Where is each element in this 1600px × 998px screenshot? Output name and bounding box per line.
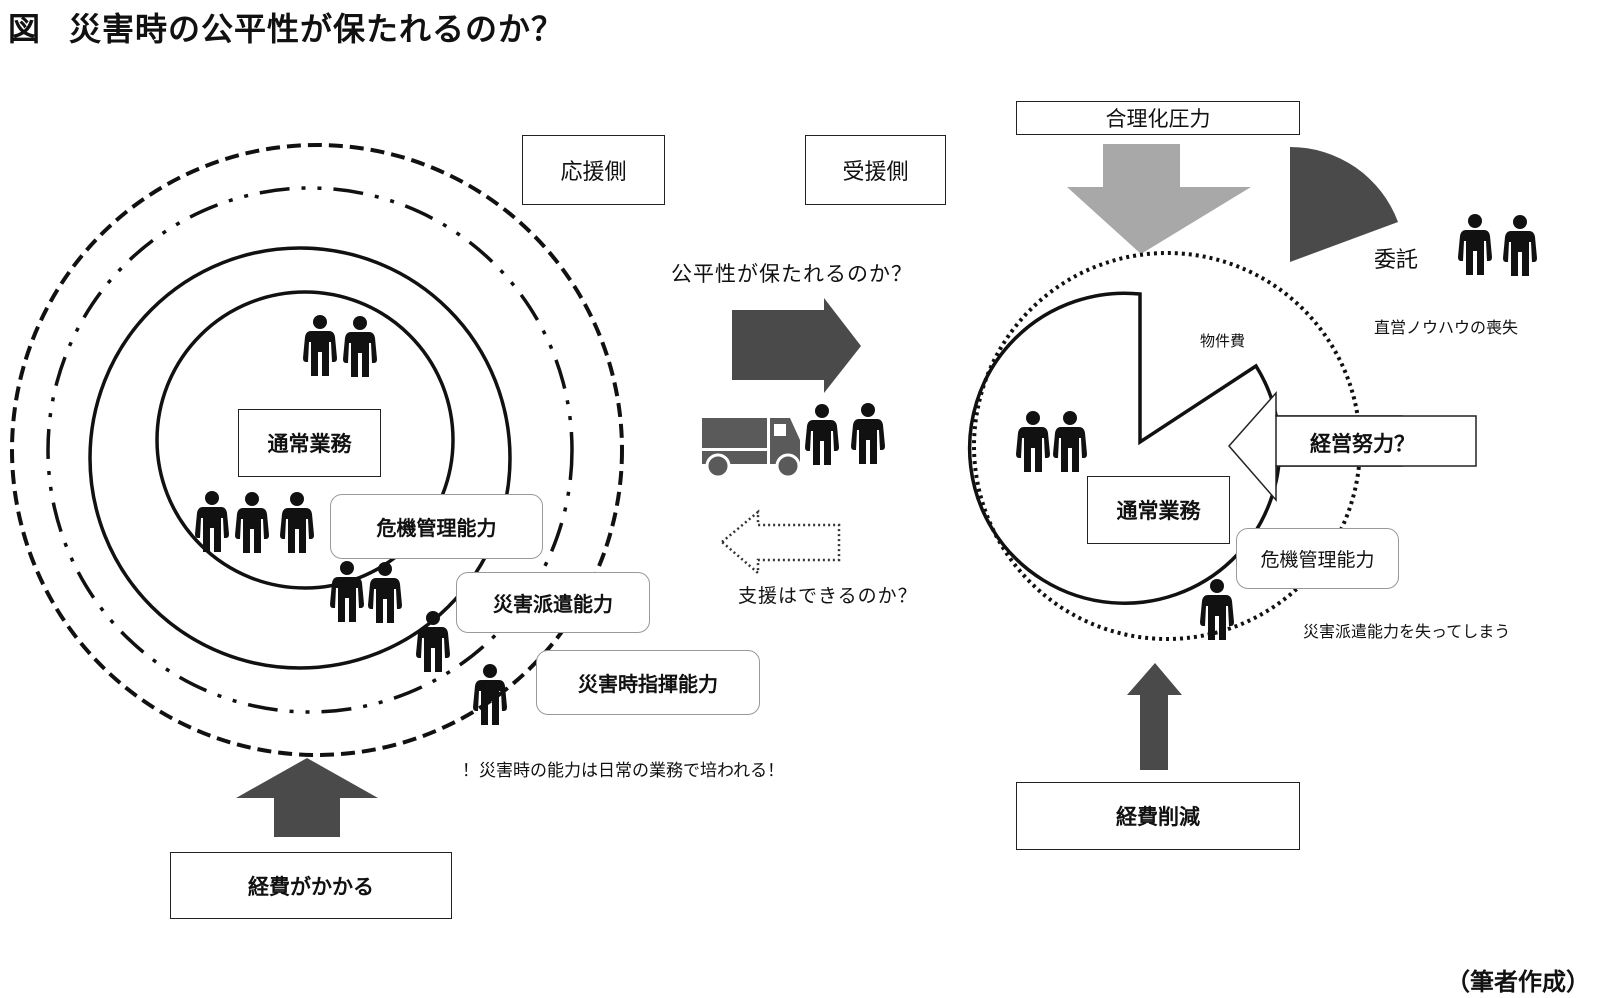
left-up-arrow [236, 758, 378, 837]
figure-title: 図災害時の公平性が保たれるのか？ [8, 4, 564, 50]
author-credit: （筆者作成） [1446, 968, 1590, 996]
person-icon [235, 492, 269, 553]
pressure-down-arrow [1067, 144, 1251, 254]
middle-solid-ring [88, 246, 512, 670]
person-icon [473, 664, 507, 725]
person-icon [1458, 214, 1492, 275]
outsourced-people [1458, 214, 1537, 276]
figure-label: 図 [8, 10, 42, 48]
left-capability-rings [10, 143, 624, 757]
person-icon [805, 404, 839, 465]
right-up-arrow [1127, 663, 1182, 770]
middle-right-arrow [732, 298, 861, 393]
person-icon [303, 315, 337, 376]
dashdot-ring [46, 186, 574, 714]
right-cost-reduction-box: 経費削減 [1016, 782, 1300, 850]
truck-icon [702, 418, 801, 479]
support-question: 支援はできるのか？ [738, 585, 918, 607]
figure-title-text: 災害時の公平性が保たれるのか？ [69, 10, 565, 48]
middle-people [805, 403, 885, 465]
rationalization-pressure-box: 合理化圧力 [1016, 101, 1300, 135]
outsourcing-label: 委託 [1374, 248, 1419, 273]
capability-crisis-management: 危機管理能力 [330, 494, 543, 559]
dispatch-loss-label: 災害派遣能力を失ってしまう [1303, 622, 1511, 641]
capability-disaster-dispatch: 災害派遣能力 [456, 572, 650, 633]
person-icon [343, 316, 377, 377]
management-effort-label: 経営努力？ [1310, 432, 1415, 456]
person-icon [1016, 411, 1050, 472]
person-icon [851, 403, 885, 464]
person-icon [1053, 411, 1087, 472]
inner-solid-ring [155, 290, 455, 590]
capability-disaster-command: 災害時指揮能力 [536, 650, 760, 715]
capability-note: ！災害時の能力は日常の業務で培われる！ [462, 761, 785, 781]
person-icon [416, 611, 450, 672]
outsourced-slice [1290, 146, 1398, 262]
right-normal-operations-box: 通常業務 [1087, 476, 1230, 544]
outer-dashed-ring [10, 143, 624, 757]
left-cost-box: 経費がかかる [170, 852, 452, 919]
right-budget-shape [967, 291, 1282, 605]
receiving-side-header: 受援側 [805, 135, 946, 205]
supporting-side-header: 応援側 [522, 135, 665, 205]
person-icon [280, 492, 314, 553]
dotted-left-arrow [720, 509, 841, 576]
left-normal-operations-box: 通常業務 [238, 409, 381, 477]
person-icon [1503, 215, 1537, 276]
fairness-question: 公平性が保たれるのか？ [671, 262, 913, 286]
expense-label: 物件費 [1200, 332, 1246, 350]
knowhow-loss-label: 直営ノウハウの喪失 [1374, 318, 1519, 337]
person-icon [330, 561, 364, 622]
right-crisis-management-box: 危機管理能力 [1236, 528, 1399, 589]
